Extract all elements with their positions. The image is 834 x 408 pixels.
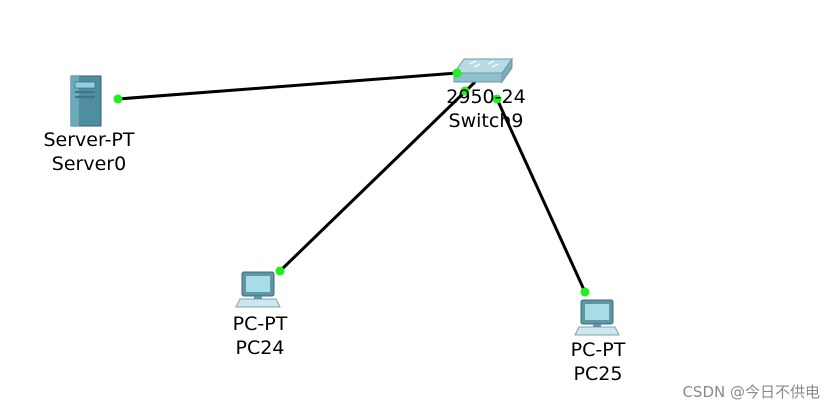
pc25-name: PC25 bbox=[573, 363, 623, 385]
server-name: Server0 bbox=[51, 153, 127, 175]
server-icon[interactable] bbox=[70, 75, 102, 127]
links bbox=[117, 71, 587, 293]
switch-model: 2950-24 bbox=[446, 86, 526, 108]
switch-icon[interactable] bbox=[453, 57, 513, 84]
pc25-model: PC-PT bbox=[570, 339, 626, 361]
server-model: Server-PT bbox=[43, 129, 135, 151]
watermark: CSDN @今日不供电 bbox=[682, 383, 820, 401]
pc25-icon[interactable] bbox=[574, 299, 620, 336]
server-label: Server-PT Server0 bbox=[30, 128, 148, 176]
link-status-dot bbox=[580, 287, 590, 297]
link-status-dot bbox=[452, 68, 462, 78]
link-status-dot bbox=[113, 94, 123, 104]
pc24-model: PC-PT bbox=[232, 313, 288, 335]
switch-label: 2950-24 Switch9 bbox=[434, 85, 538, 133]
link-status-dot bbox=[492, 94, 502, 104]
pc24-label: PC-PT PC24 bbox=[218, 312, 302, 360]
link-status-dots bbox=[113, 68, 590, 297]
pc25-label: PC-PT PC25 bbox=[556, 338, 640, 386]
link-pc24-switch[interactable] bbox=[278, 80, 477, 273]
switch-name: Switch9 bbox=[448, 110, 524, 132]
link-status-dot bbox=[460, 86, 470, 96]
link-pc25-switch[interactable] bbox=[495, 98, 587, 293]
link-status-dot bbox=[275, 266, 285, 276]
link-server-switch[interactable] bbox=[117, 71, 458, 101]
pc24-icon[interactable] bbox=[235, 271, 281, 308]
pc24-name: PC24 bbox=[235, 337, 285, 359]
